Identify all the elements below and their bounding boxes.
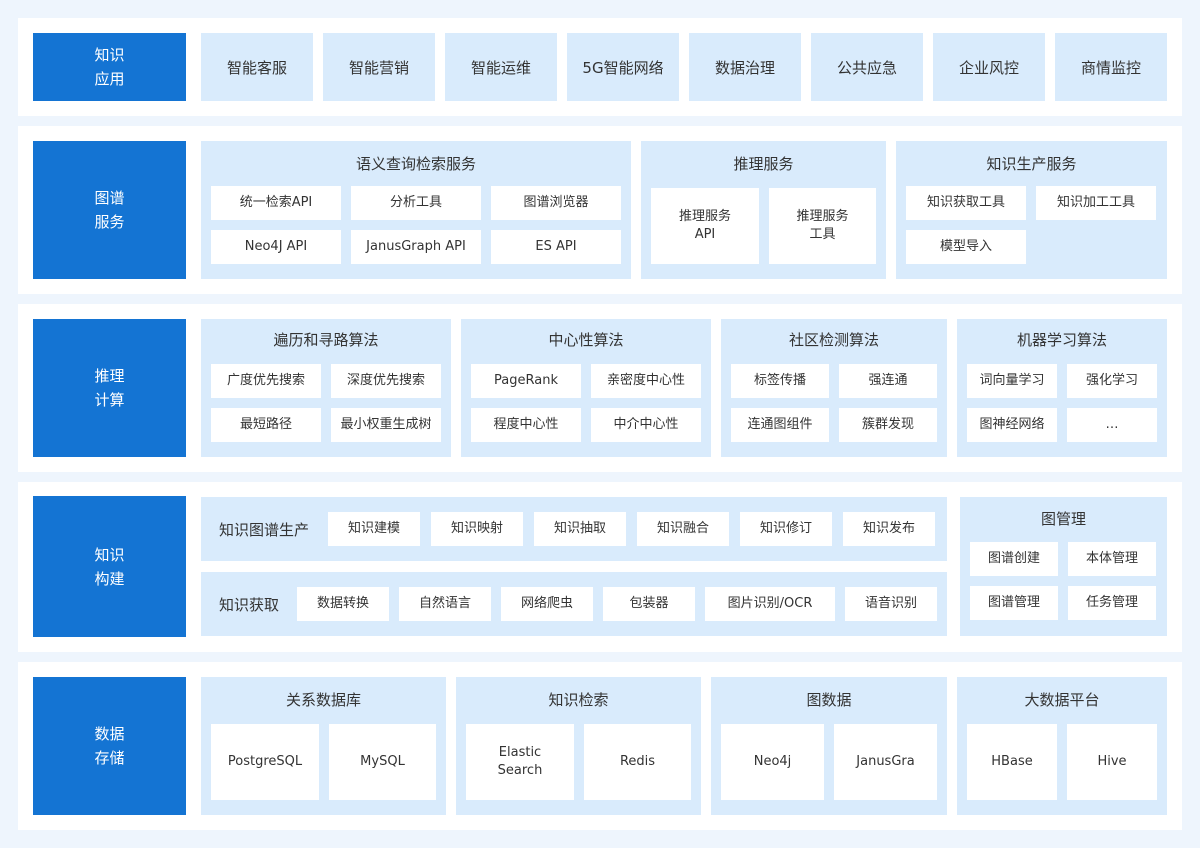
app-item-customer-service[interactable]: 智能客服 xyxy=(201,33,313,101)
box-knowledge-acquire-tool[interactable]: 知识获取工具 xyxy=(906,186,1026,220)
box-speech-recognition[interactable]: 语音识别 xyxy=(845,587,937,621)
box-betweenness-centrality[interactable]: 中介中心性 xyxy=(591,408,701,442)
panel-graph-data: 图数据 Neo4j JanusGra xyxy=(711,677,947,815)
panel-title: 图数据 xyxy=(806,691,852,709)
box-inference-tool[interactable]: 推理服务 工具 xyxy=(769,188,876,264)
box-unified-search-api[interactable]: 统一检索API xyxy=(211,186,341,220)
box-model-import[interactable]: 模型导入 xyxy=(906,230,1026,264)
app-item-data-governance[interactable]: 数据治理 xyxy=(689,33,801,101)
panel-relational-db: 关系数据库 PostgreSQL MySQL xyxy=(201,677,446,815)
box-knowledge-process-tool[interactable]: 知识加工工具 xyxy=(1036,186,1156,220)
box-knowledge-mapping[interactable]: 知识映射 xyxy=(431,512,523,546)
box-elasticsearch[interactable]: Elastic Search xyxy=(466,724,574,800)
panel-title: 知识生产服务 xyxy=(986,155,1077,173)
panel-title: 语义查询检索服务 xyxy=(355,155,476,173)
panel-title: 大数据平台 xyxy=(1024,691,1100,709)
box-graph-neural-network[interactable]: 图神经网络 xyxy=(967,408,1057,442)
box-mysql[interactable]: MySQL xyxy=(329,724,436,800)
box-inference-api[interactable]: 推理服务 API xyxy=(651,188,759,264)
layer-label-application: 知识 应用 xyxy=(33,33,186,101)
box-neo4j[interactable]: Neo4j xyxy=(721,724,824,800)
box-data-conversion[interactable]: 数据转换 xyxy=(297,587,389,621)
app-item-5g-network[interactable]: 5G智能网络 xyxy=(567,33,679,101)
box-knowledge-revision[interactable]: 知识修订 xyxy=(740,512,832,546)
layer-reasoning-compute: 推理 计算 遍历和寻路算法 广度优先搜索 深度优先搜索 最短路径 最小权重生成树… xyxy=(18,304,1182,472)
panel-title: 图管理 xyxy=(1040,510,1086,528)
box-image-ocr[interactable]: 图片识别/OCR xyxy=(705,587,835,621)
box-web-crawler[interactable]: 网络爬虫 xyxy=(501,587,593,621)
panel-knowledge-production-service: 知识生产服务 知识获取工具 知识加工工具 模型导入 xyxy=(896,141,1167,279)
box-graph-create[interactable]: 图谱创建 xyxy=(970,542,1058,576)
box-knowledge-modeling[interactable]: 知识建模 xyxy=(328,512,420,546)
panel-kg-production: 知识图谱生产 知识建模 知识映射 知识抽取 知识融合 知识修订 知识发布 xyxy=(201,497,947,561)
panel-semantic-query: 语义查询检索服务 统一检索API 分析工具 图谱浏览器 Neo4J API Ja… xyxy=(201,141,631,279)
box-janusgraph[interactable]: JanusGra xyxy=(834,724,937,800)
panel-title: 关系数据库 xyxy=(285,691,361,709)
box-analysis-tool[interactable]: 分析工具 xyxy=(351,186,481,220)
box-dfs[interactable]: 深度优先搜索 xyxy=(331,364,441,398)
panel-row-title: 知识图谱生产 xyxy=(219,520,310,539)
panel-title: 推理服务 xyxy=(733,155,794,173)
box-degree-centrality[interactable]: 程度中心性 xyxy=(471,408,581,442)
box-graph-browser[interactable]: 图谱浏览器 xyxy=(491,186,621,220)
app-item-marketing[interactable]: 智能营销 xyxy=(323,33,435,101)
panel-knowledge-acquisition: 知识获取 数据转换 自然语言 网络爬虫 包装器 图片识别/OCR 语音识别 xyxy=(201,572,947,636)
layer-data-storage: 数据 存储 关系数据库 PostgreSQL MySQL 知识检索 Elasti… xyxy=(18,662,1182,830)
layer-knowledge-construction: 知识 构建 知识图谱生产 知识建模 知识映射 知识抽取 知识融合 知识修订 知识… xyxy=(18,482,1182,652)
panel-bigdata-platform: 大数据平台 HBase Hive xyxy=(957,677,1167,815)
panel-title: 知识检索 xyxy=(548,691,609,709)
box-connected-components[interactable]: 连通图组件 xyxy=(731,408,829,442)
box-reinforcement-learning[interactable]: 强化学习 xyxy=(1067,364,1157,398)
box-es-api[interactable]: ES API xyxy=(491,230,621,264)
box-cluster-discovery[interactable]: 簇群发现 xyxy=(839,408,937,442)
box-label-propagation[interactable]: 标签传播 xyxy=(731,364,829,398)
panel-graph-management: 图管理 图谱创建 本体管理 图谱管理 任务管理 xyxy=(960,497,1167,636)
box-janusgraph-api[interactable]: JanusGraph API xyxy=(351,230,481,264)
box-more-ellipsis[interactable]: … xyxy=(1067,408,1157,442)
layer-label-service: 图谱 服务 xyxy=(33,141,186,279)
box-min-spanning-tree[interactable]: 最小权重生成树 xyxy=(331,408,441,442)
box-redis[interactable]: Redis xyxy=(584,724,691,800)
box-shortest-path[interactable]: 最短路径 xyxy=(211,408,321,442)
app-item-risk-control[interactable]: 企业风控 xyxy=(933,33,1045,101)
panel-knowledge-search: 知识检索 Elastic Search Redis xyxy=(456,677,701,815)
box-wrapper[interactable]: 包装器 xyxy=(603,587,695,621)
box-closeness-centrality[interactable]: 亲密度中心性 xyxy=(591,364,701,398)
panel-traversal-algorithms: 遍历和寻路算法 广度优先搜索 深度优先搜索 最短路径 最小权重生成树 xyxy=(201,319,451,457)
panel-row-title: 知识获取 xyxy=(219,595,280,614)
box-knowledge-publish[interactable]: 知识发布 xyxy=(843,512,935,546)
layer-graph-service: 图谱 服务 语义查询检索服务 统一检索API 分析工具 图谱浏览器 Neo4J … xyxy=(18,126,1182,294)
box-knowledge-fusion[interactable]: 知识融合 xyxy=(637,512,729,546)
panel-title: 中心性算法 xyxy=(548,331,624,349)
box-natural-language[interactable]: 自然语言 xyxy=(399,587,491,621)
panel-inference-service: 推理服务 推理服务 API 推理服务 工具 xyxy=(641,141,886,279)
panel-centrality-algorithms: 中心性算法 PageRank 亲密度中心性 程度中心性 中介中心性 xyxy=(461,319,711,457)
layer-label-compute: 推理 计算 xyxy=(33,319,186,457)
box-strongly-connected[interactable]: 强连通 xyxy=(839,364,937,398)
box-hive[interactable]: Hive xyxy=(1067,724,1157,800)
box-hbase[interactable]: HBase xyxy=(967,724,1057,800)
box-postgresql[interactable]: PostgreSQL xyxy=(211,724,319,800)
layer-knowledge-application: 知识 应用 智能客服 智能营销 智能运维 5G智能网络 数据治理 公共应急 企业… xyxy=(18,18,1182,116)
box-pagerank[interactable]: PageRank xyxy=(471,364,581,398)
box-neo4j-api[interactable]: Neo4J API xyxy=(211,230,341,264)
app-item-operations[interactable]: 智能运维 xyxy=(445,33,557,101)
box-knowledge-extraction[interactable]: 知识抽取 xyxy=(534,512,626,546)
box-ontology-manage[interactable]: 本体管理 xyxy=(1068,542,1156,576)
panel-community-detection: 社区检测算法 标签传播 强连通 连通图组件 簇群发现 xyxy=(721,319,947,457)
box-word-embedding[interactable]: 词向量学习 xyxy=(967,364,1057,398)
panel-title: 遍历和寻路算法 xyxy=(273,331,379,349)
panel-title: 机器学习算法 xyxy=(1016,331,1107,349)
box-task-manage[interactable]: 任务管理 xyxy=(1068,586,1156,620)
app-item-business-monitor[interactable]: 商情监控 xyxy=(1055,33,1167,101)
panel-title: 社区检测算法 xyxy=(788,331,879,349)
box-graph-manage[interactable]: 图谱管理 xyxy=(970,586,1058,620)
layer-label-build: 知识 构建 xyxy=(33,496,186,637)
app-item-emergency[interactable]: 公共应急 xyxy=(811,33,923,101)
box-bfs[interactable]: 广度优先搜索 xyxy=(211,364,321,398)
layer-label-storage: 数据 存储 xyxy=(33,677,186,815)
panel-machine-learning: 机器学习算法 词向量学习 强化学习 图神经网络 … xyxy=(957,319,1167,457)
